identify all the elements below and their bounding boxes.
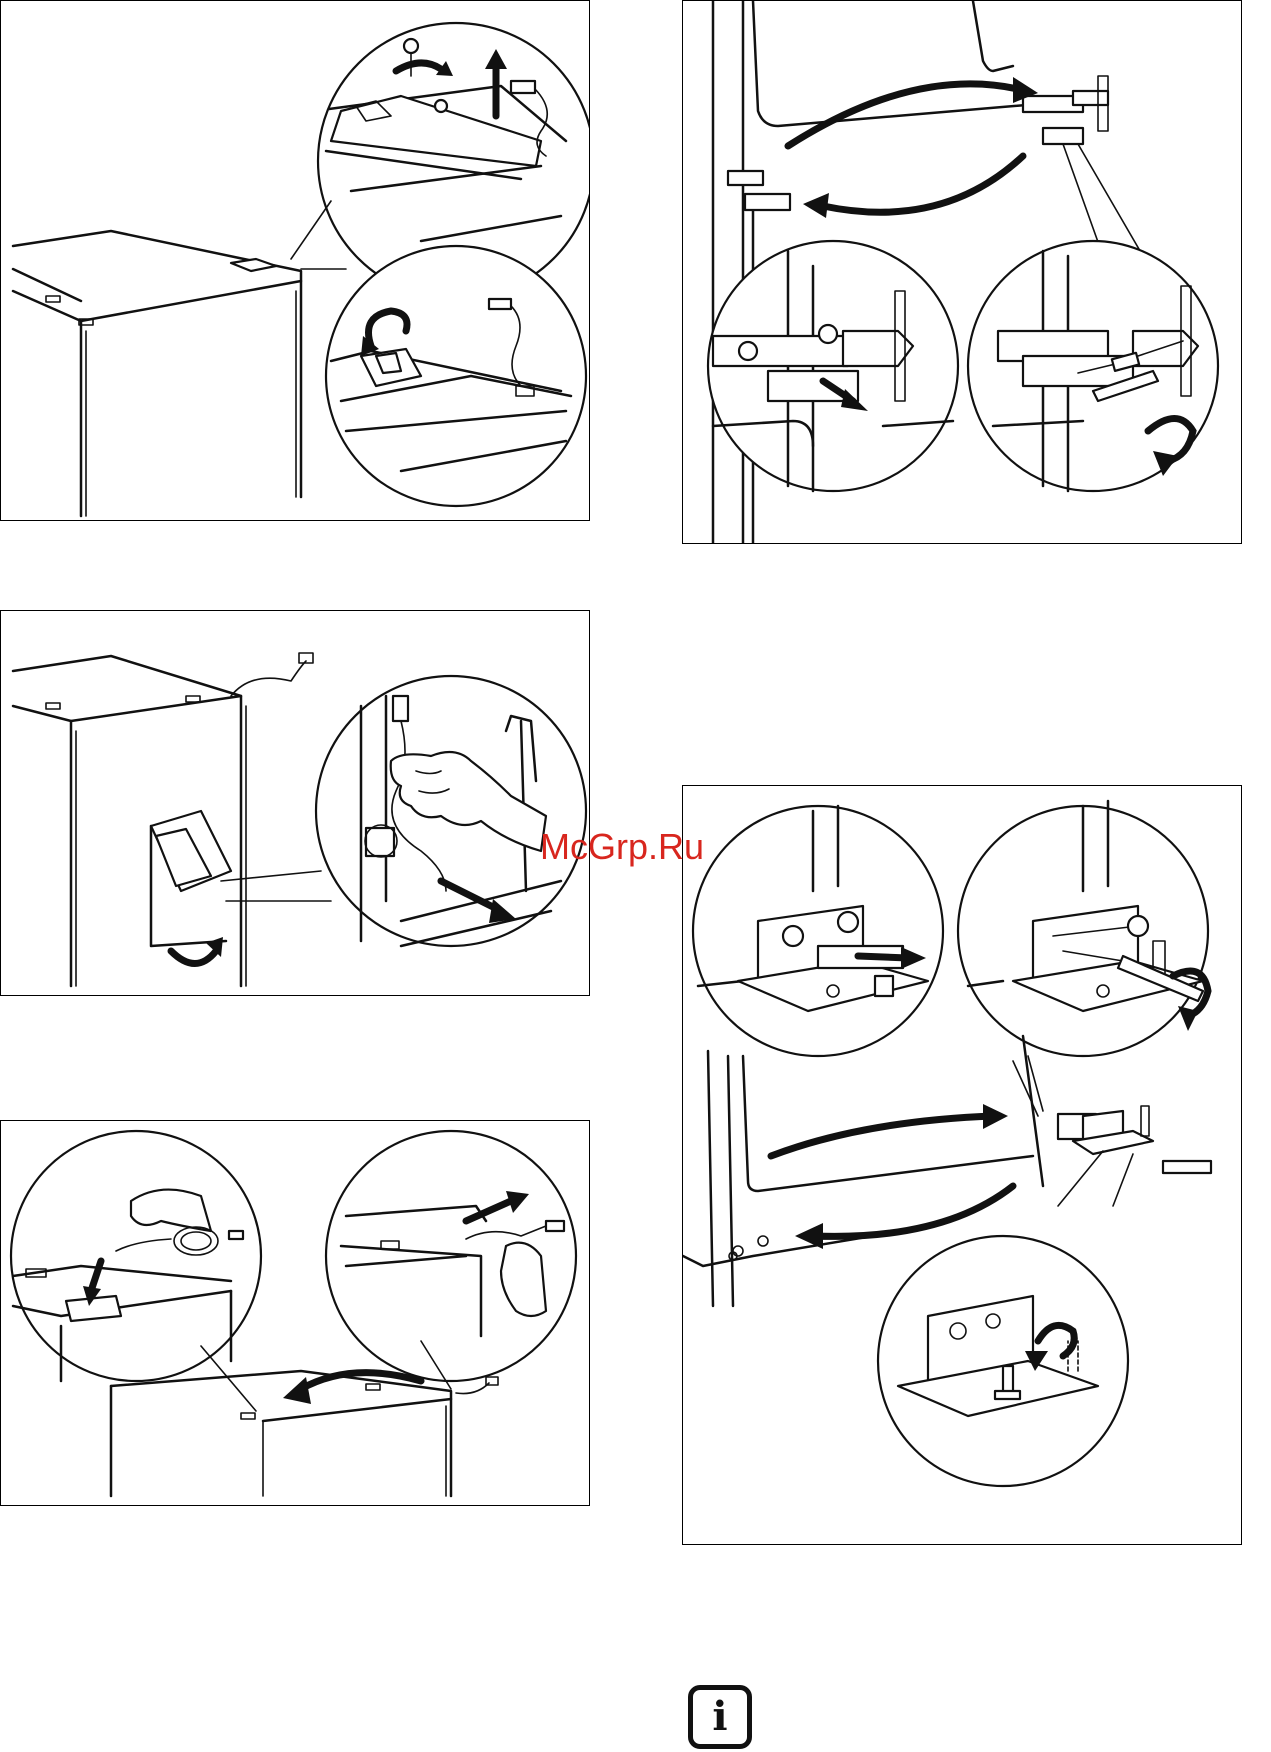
figure-remove-top-hinge-cover — [0, 0, 590, 521]
zoom-circle-bottom — [326, 246, 586, 506]
illustration-door-hinge — [683, 1, 1242, 544]
figure-door-hinge-swap — [682, 0, 1242, 544]
figure-unplug-cable — [0, 610, 590, 996]
hinge-icon — [1023, 76, 1108, 144]
watermark-text: McGrp.Ru — [540, 826, 704, 868]
illustration-bottom-hinge — [683, 786, 1242, 1545]
figure-bottom-hinge-swap — [682, 785, 1242, 1545]
curved-arrow-icon — [301, 1373, 421, 1389]
curved-arrow-icon — [823, 156, 1023, 212]
curved-arrow-icon — [771, 1116, 993, 1156]
fridge-outline — [13, 231, 301, 497]
info-icon-glyph: i — [712, 1697, 727, 1737]
illustration-fridge-top-cover — [1, 1, 590, 521]
curved-arrow-icon — [171, 951, 216, 964]
illustration-unplug-cable — [1, 611, 590, 996]
curved-arrow-icon — [813, 1186, 1013, 1236]
info-icon: i — [688, 1685, 752, 1749]
figure-route-cable — [0, 1120, 590, 1506]
zoom-circle-left — [11, 1131, 261, 1381]
illustration-route-cable — [1, 1121, 590, 1506]
hinge-cover-small — [231, 259, 276, 271]
